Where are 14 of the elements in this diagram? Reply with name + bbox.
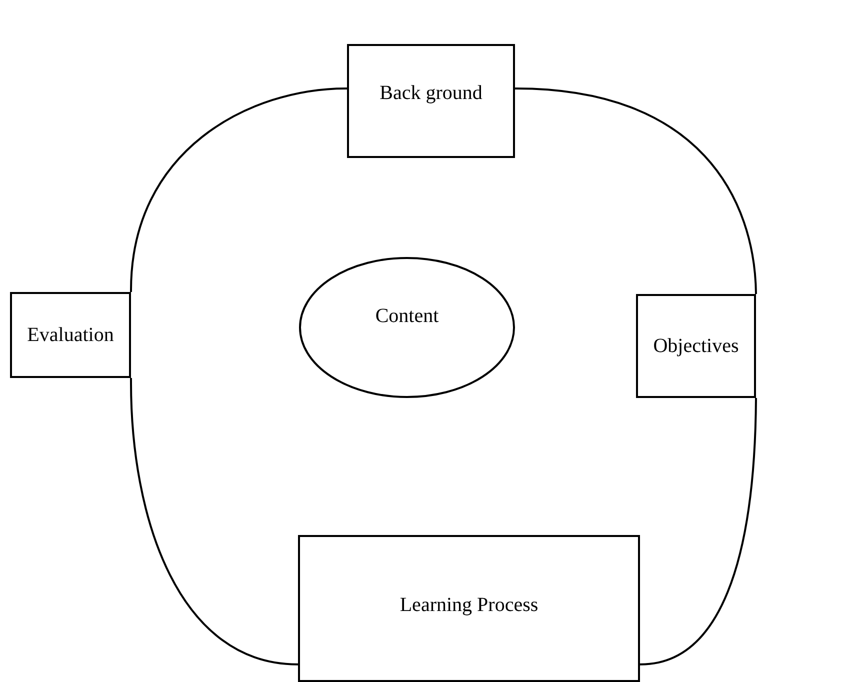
- process-box: [298, 535, 640, 682]
- connector-curve: [130, 378, 298, 666]
- process-box: [10, 292, 131, 378]
- connector-curve: [130, 87, 348, 292]
- node-label: Back ground: [380, 81, 482, 106]
- node-label: Content: [375, 304, 439, 328]
- node-label: Evaluation: [27, 323, 114, 348]
- connector-curve: [640, 398, 757, 666]
- connector-curve: [514, 87, 757, 294]
- node-label: Objectives: [653, 334, 739, 359]
- ellipse-node: [299, 257, 515, 398]
- node-label: Learning Process: [400, 592, 538, 618]
- process-box: [636, 294, 756, 398]
- process-box: [347, 44, 515, 158]
